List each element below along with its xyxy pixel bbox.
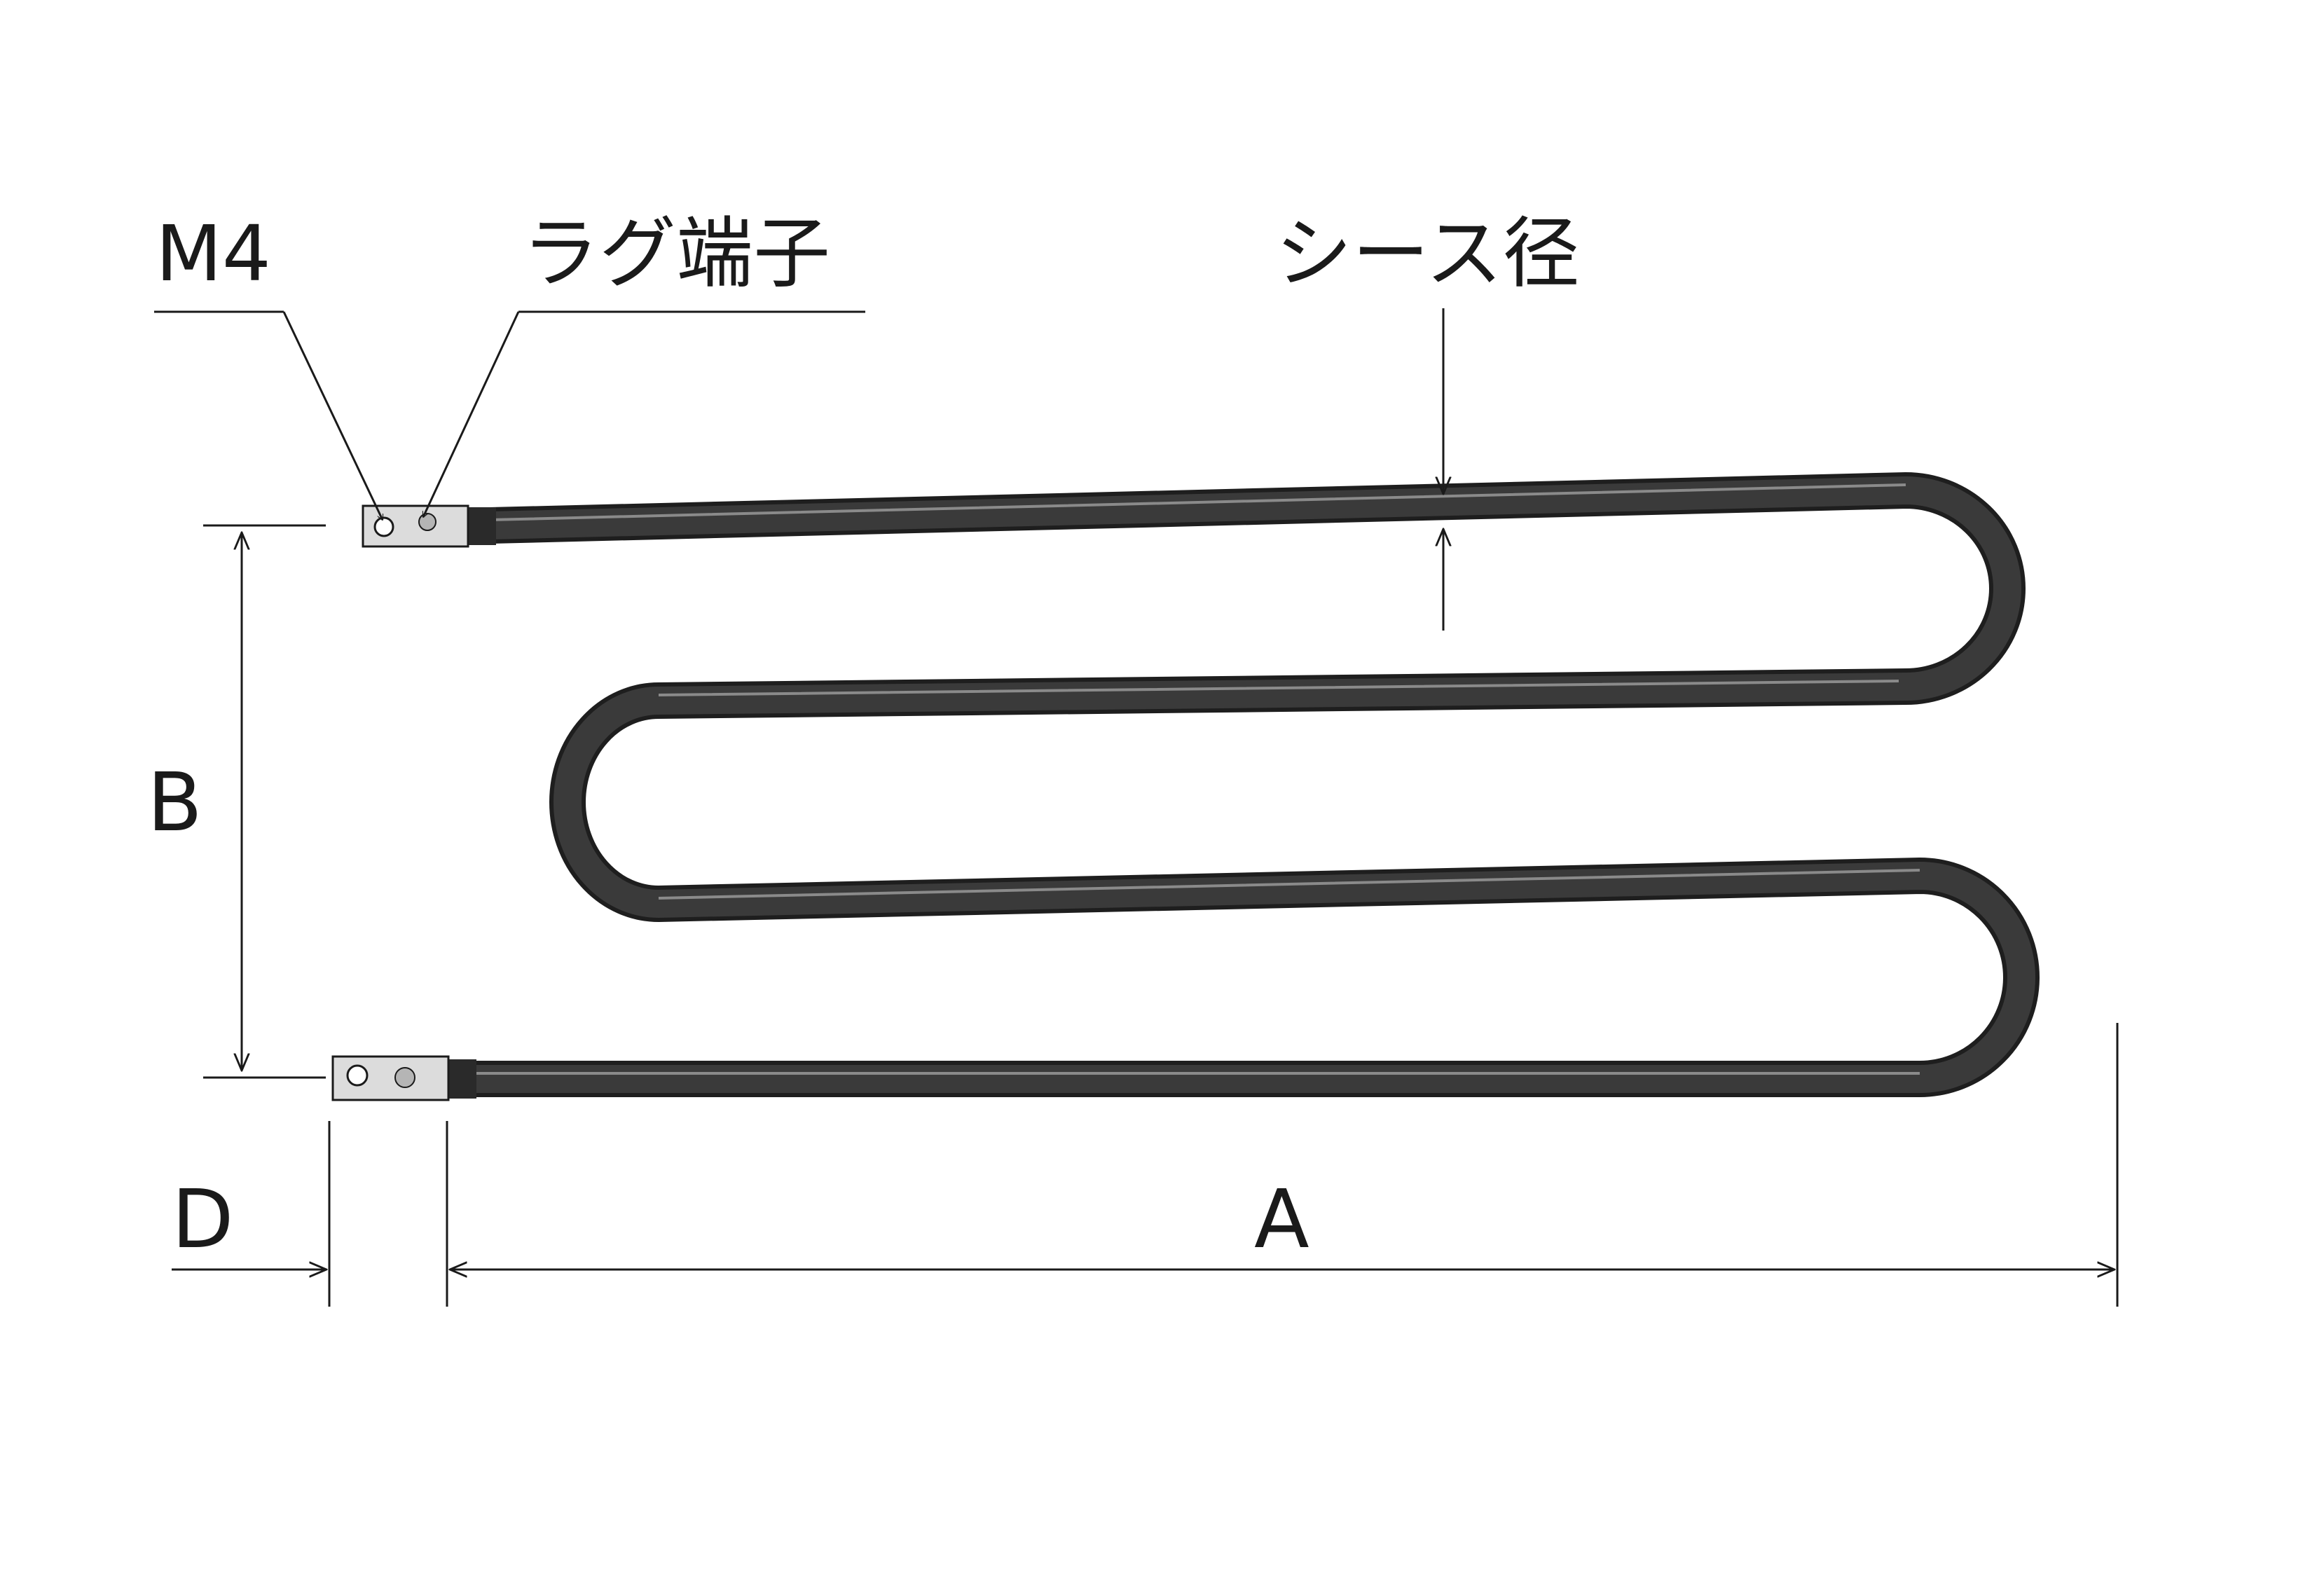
- dim-a-label: A: [1254, 1173, 1309, 1267]
- lug-terminal-top: [362, 504, 496, 548]
- m4-label: M4: [156, 209, 271, 298]
- dim-d-label: D: [172, 1173, 234, 1267]
- lug-terminal-bottom: [331, 1055, 476, 1101]
- dim-b-label: B: [147, 756, 202, 850]
- lug-terminal-label: ラグ端子: [522, 209, 830, 298]
- dimension-d-a: [172, 1023, 2119, 1307]
- sheath-tube: [455, 472, 2040, 1097]
- sheath-diameter-label: シース径: [1275, 209, 1580, 298]
- leader-lines: [154, 310, 865, 520]
- dimension-b: [203, 524, 326, 1079]
